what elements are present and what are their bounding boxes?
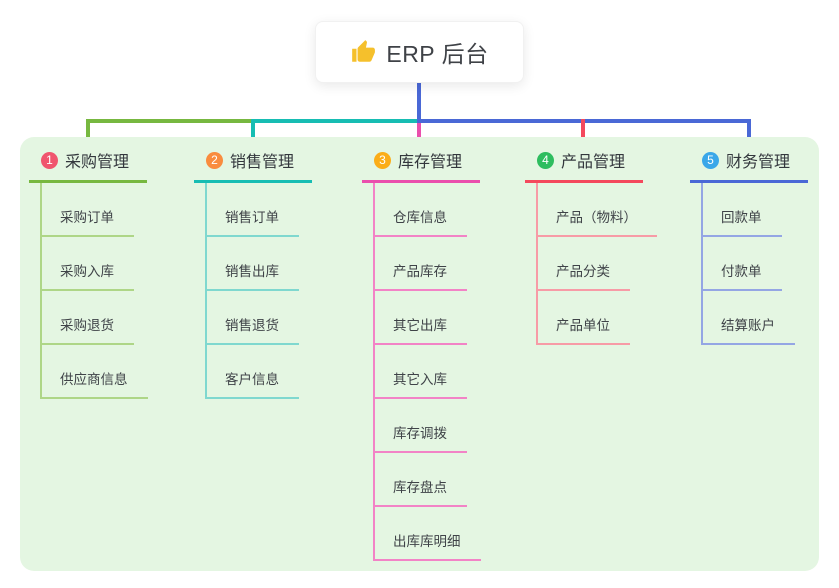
branch-item-label: 库存调拨 [393, 426, 447, 441]
branch-badge: 1 [41, 151, 58, 169]
branch-item[interactable]: 采购订单 [42, 183, 134, 237]
branch-title: 产品管理 [561, 154, 626, 171]
branch-items: 回款单付款单结算账户 [701, 183, 795, 345]
branch-item-label: 销售出库 [225, 264, 279, 279]
branch-1: 1 采购管理 采购订单采购入库采购退货供应商信息 [29, 148, 148, 399]
branch-item[interactable]: 其它出库 [375, 291, 467, 345]
branch-item[interactable]: 产品库存 [375, 237, 467, 291]
branch-5: 5 财务管理 回款单付款单结算账户 [690, 148, 808, 345]
branch-badge: 2 [206, 151, 223, 169]
branch-item-label: 销售订单 [225, 210, 279, 225]
branch-item[interactable]: 销售订单 [207, 183, 299, 237]
branch-item[interactable]: 产品单位 [538, 291, 630, 345]
connector-bus-teal [251, 119, 417, 123]
branch-item[interactable]: 库存盘点 [375, 453, 467, 507]
branch-item-label: 产品库存 [393, 264, 447, 279]
branch-header[interactable]: 1 采购管理 [29, 148, 147, 183]
branch-item[interactable]: 出库库明细 [375, 507, 481, 561]
branch-header[interactable]: 2 销售管理 [194, 148, 312, 183]
branch-badge: 4 [537, 151, 554, 169]
branch-item-label: 供应商信息 [60, 372, 128, 387]
branch-item[interactable]: 库存调拨 [375, 399, 467, 453]
thumbs-up-icon [352, 40, 376, 62]
branch-item[interactable]: 销售出库 [207, 237, 299, 291]
branch-items: 产品（物料） 产品分类产品单位 [536, 183, 657, 345]
branch-item-label: 库存盘点 [393, 480, 447, 495]
branch-item-label: 出库库明细 [393, 534, 461, 549]
branch-item[interactable]: 供应商信息 [42, 345, 148, 399]
branch-item[interactable]: 产品分类 [538, 237, 630, 291]
connector-drop-4 [581, 119, 585, 147]
root-connector-stem [417, 82, 421, 120]
branch-item-label: 产品（物料） [556, 210, 637, 225]
branch-3: 3 库存管理 仓库信息产品库存其它出库其它入库库存调拨库存盘点出库库明细 [362, 148, 481, 561]
branch-item[interactable]: 产品（物料） [538, 183, 657, 237]
branch-item-label: 产品单位 [556, 318, 610, 333]
branch-item-label: 付款单 [721, 264, 762, 279]
branch-item-label: 回款单 [721, 210, 762, 225]
branch-item[interactable]: 采购退货 [42, 291, 134, 345]
branch-item-label: 客户信息 [225, 372, 279, 387]
branch-item-label: 采购退货 [60, 318, 114, 333]
branch-item-label: 其它入库 [393, 372, 447, 387]
branch-item[interactable]: 仓库信息 [375, 183, 467, 237]
branch-header[interactable]: 3 库存管理 [362, 148, 480, 183]
connector-drop-1 [86, 119, 90, 147]
branch-item[interactable]: 客户信息 [207, 345, 299, 399]
root-title: ERP 后台 [386, 41, 489, 67]
branch-item[interactable]: 采购入库 [42, 237, 134, 291]
branch-item-label: 销售退货 [225, 318, 279, 333]
branch-items: 仓库信息产品库存其它出库其它入库库存调拨库存盘点出库库明细 [373, 183, 481, 561]
branch-2: 2 销售管理 销售订单销售出库销售退货客户信息 [194, 148, 312, 399]
branch-title: 采购管理 [65, 154, 130, 171]
branch-badge: 5 [702, 151, 719, 169]
branch-item-label: 采购入库 [60, 264, 114, 279]
branch-badge: 3 [374, 151, 391, 169]
branch-item-label: 采购订单 [60, 210, 114, 225]
branch-title: 财务管理 [726, 154, 791, 171]
branch-header[interactable]: 5 财务管理 [690, 148, 808, 183]
branch-header[interactable]: 4 产品管理 [525, 148, 643, 183]
branch-item[interactable]: 销售退货 [207, 291, 299, 345]
branch-items: 采购订单采购入库采购退货供应商信息 [40, 183, 148, 399]
connector-drop-3 [417, 123, 421, 147]
branch-item[interactable]: 其它入库 [375, 345, 467, 399]
branch-item-label: 产品分类 [556, 264, 610, 279]
branch-item[interactable]: 付款单 [703, 237, 782, 291]
branch-item-label: 仓库信息 [393, 210, 447, 225]
root-node[interactable]: ERP 后台 [315, 21, 524, 83]
branches-panel [20, 137, 819, 571]
branch-item-label: 其它出库 [393, 318, 447, 333]
branch-item-label: 结算账户 [721, 318, 775, 333]
branch-title: 销售管理 [230, 154, 295, 171]
branch-item[interactable]: 结算账户 [703, 291, 795, 345]
branch-item[interactable]: 回款单 [703, 183, 782, 237]
connector-drop-2 [251, 119, 255, 147]
branch-title: 库存管理 [398, 154, 463, 171]
branch-items: 销售订单销售出库销售退货客户信息 [205, 183, 299, 399]
branch-4: 4 产品管理 产品（物料） 产品分类产品单位 [525, 148, 657, 345]
connector-bus-green [86, 119, 251, 123]
connector-drop-5 [747, 119, 751, 147]
